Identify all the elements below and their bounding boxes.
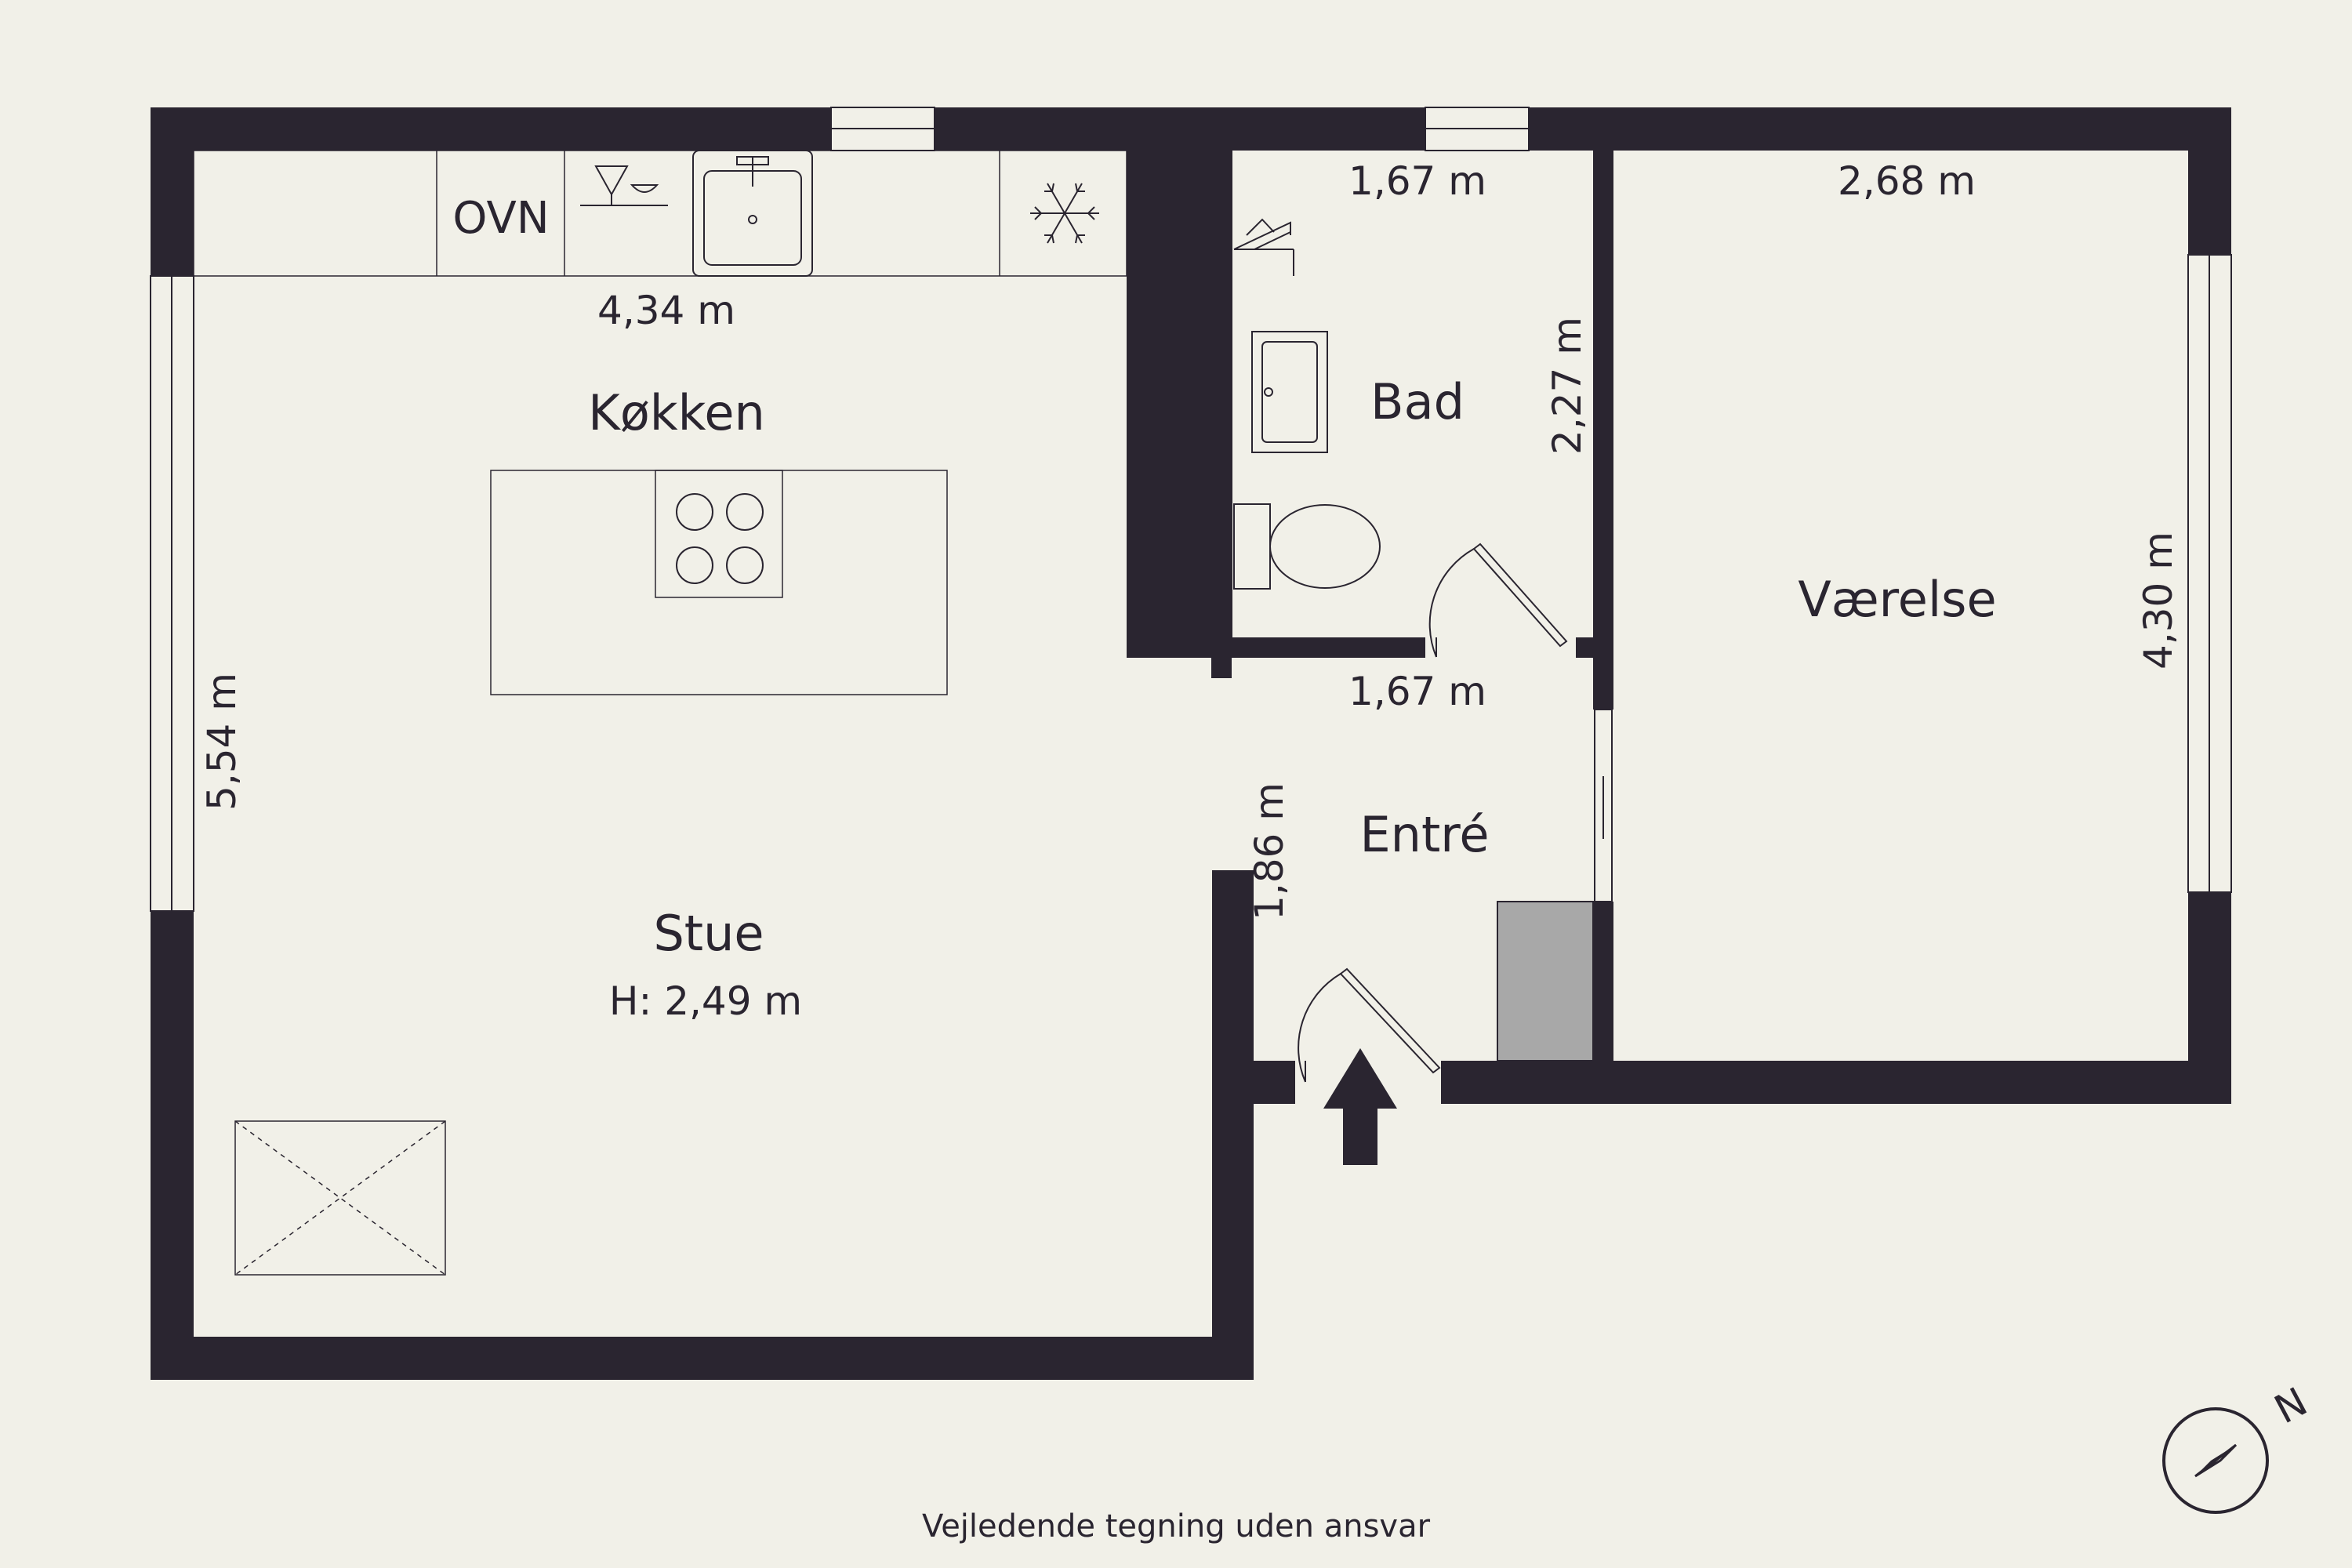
dimension-bedroom-width: 2,68 m <box>1838 158 1976 204</box>
wall-top-left <box>151 107 831 151</box>
window-bath-top <box>1425 107 1530 151</box>
toilet-icon <box>1233 503 1381 590</box>
window-living-left <box>150 275 194 912</box>
dimension-living-depth: 5,54 m <box>199 673 245 811</box>
sink-icon <box>692 150 813 277</box>
room-label-hall: Entré <box>1359 806 1489 863</box>
entrance-arrow-icon <box>1323 1048 1397 1165</box>
dimension-hall-width: 1,67 m <box>1348 669 1486 714</box>
room-label-living: Stue <box>653 905 764 962</box>
wall-bottom-right <box>1441 1061 2231 1104</box>
dimension-kitchen-width: 4,34 m <box>597 288 735 333</box>
snowflake-icon <box>1030 183 1099 244</box>
window-kitchen-top <box>830 107 935 151</box>
wall-left-lower <box>151 911 194 1379</box>
room-label-bath: Bad <box>1370 373 1465 430</box>
wall-kitchen-bath <box>1127 107 1232 658</box>
wall-bath-bottom-stub <box>1211 637 1232 678</box>
dimension-bath-depth: 2,27 m <box>1544 317 1590 455</box>
window-bedroom-right <box>2187 254 2232 893</box>
room-label-kitchen: Køkken <box>588 384 765 441</box>
dimension-hall-depth: 1,86 m <box>1247 782 1292 920</box>
disclaimer-text: Vejledende tegning uden ansvar <box>922 1508 1431 1544</box>
bedroom-door-icon <box>1594 709 1613 902</box>
cooktop-icon <box>676 493 764 584</box>
wardrobe <box>1497 901 1594 1062</box>
living-height-label: H: 2,49 m <box>609 978 802 1024</box>
dimension-bath-width-top: 1,67 m <box>1348 158 1486 204</box>
kitchen-counter <box>193 150 1127 277</box>
wall-left-upper <box>151 107 194 276</box>
compass-icon <box>2162 1407 2269 1514</box>
wall-bath-bedroom <box>1593 151 1613 710</box>
walls <box>151 107 2231 1380</box>
shower-icon <box>1233 218 1294 276</box>
wall-right-upper <box>2188 107 2231 255</box>
oven-label: OVN <box>452 193 549 244</box>
wall-top-right <box>1529 107 2230 151</box>
kitchen-island <box>490 470 948 695</box>
entrance-door-icon <box>1298 967 1441 1083</box>
bath-door-icon <box>1428 543 1568 658</box>
wall-bottom-living <box>151 1337 1254 1380</box>
labels: OVN Køkken Stue H: 2,49 m Bad Entré Være… <box>199 158 2314 1544</box>
wall-living-right <box>1212 870 1254 1380</box>
wall-bath-door-jamb <box>1576 637 1596 658</box>
room-label-bedroom: Værelse <box>1798 571 1996 628</box>
bath-sink-icon <box>1251 331 1328 453</box>
wall-bath-bottom <box>1211 637 1425 658</box>
skylight-icon <box>234 1120 446 1276</box>
glasses-icon <box>580 165 668 206</box>
wall-entrance-stub <box>1232 1061 1295 1104</box>
compass-north-label: N <box>2267 1379 2314 1433</box>
dimension-bedroom-depth: 4,30 m <box>2136 532 2181 670</box>
